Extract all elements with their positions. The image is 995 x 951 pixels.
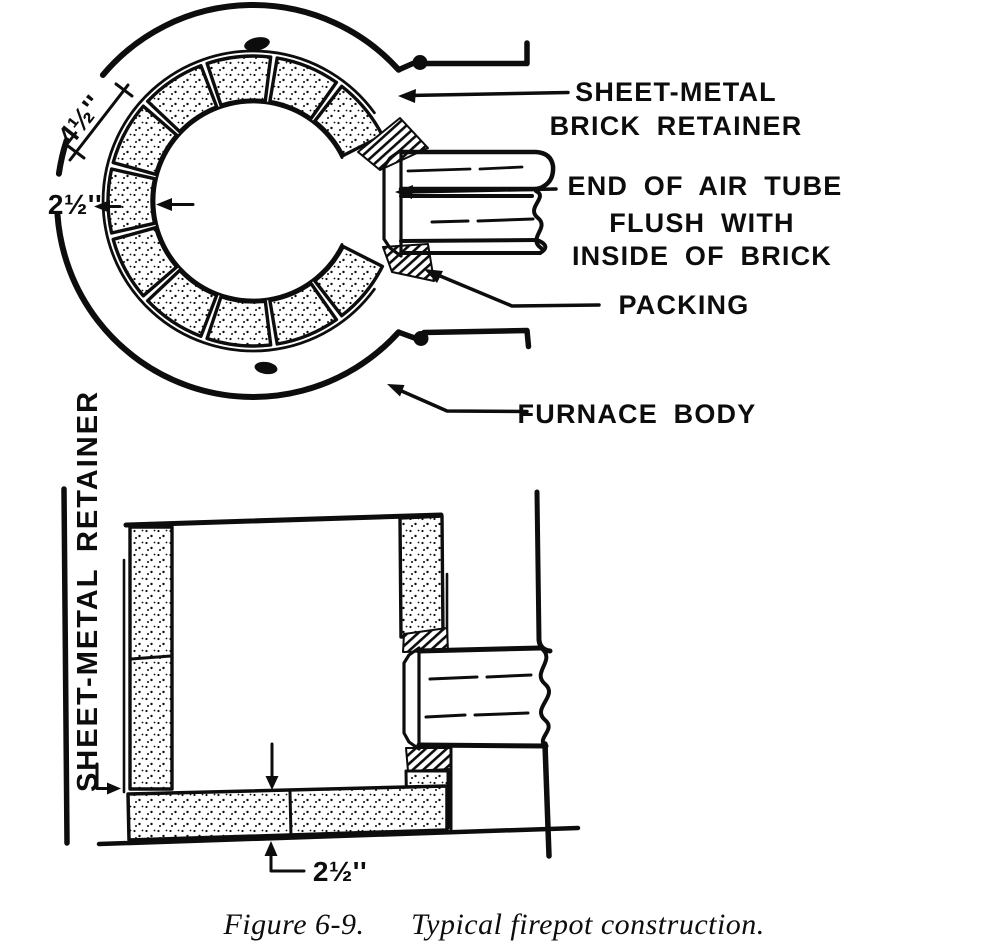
brick-joint-left	[129, 654, 173, 661]
brick-column-right	[398, 514, 445, 639]
label-air-tube-line1: END OF AIR TUBE	[568, 171, 843, 201]
label-sheet-metal-line2: BRICK RETAINER	[550, 111, 803, 141]
caption-title: Typical firepot construction.	[411, 908, 765, 941]
firebrick-segment	[111, 104, 179, 176]
firebrick-segment	[268, 56, 339, 121]
top-view: 4½'' 2½'' SHEET-METAL BRICK RETAINER END…	[48, 2, 843, 429]
figure-caption: Figure 6-9. Typical firepot construction…	[222, 908, 764, 941]
dimension-bottom-thickness: 2½''	[264, 742, 367, 887]
air-tube-section	[402, 645, 551, 751]
dim-brick-thickness-label: 2½''	[48, 189, 102, 220]
label-packing: PACKING	[619, 290, 750, 320]
firepot-inner-circle	[152, 100, 344, 302]
air-tube-end-cap	[382, 148, 403, 258]
furnace-opening-flange-bottom	[395, 327, 532, 350]
retainer-ring	[101, 49, 376, 353]
firebrick-segment	[111, 226, 179, 298]
firepot-top-rim	[123, 512, 444, 528]
firebrick-segment	[205, 54, 273, 107]
firebrick-segment	[106, 167, 157, 235]
furnace-wall-left	[61, 486, 70, 846]
packing-leader-arrow	[424, 269, 601, 308]
air-tube-leader-arrow	[395, 185, 558, 199]
brick-bottom-layer	[126, 784, 449, 842]
firebrick-segment	[146, 268, 219, 338]
packing-hatch-top	[357, 117, 429, 171]
firebrick-segment	[313, 244, 385, 318]
furnace-body-leader-arrow	[387, 384, 529, 414]
label-sheet-metal-line1: SHEET-METAL	[575, 77, 777, 107]
furnace-opening-flange-top	[395, 40, 530, 73]
air-tube-end-cap-section	[402, 646, 421, 751]
label-air-tube-line3: INSIDE OF BRICK	[572, 241, 832, 271]
furnace-wall-right-lower	[542, 741, 552, 859]
air-tube-plan	[382, 148, 556, 258]
label-air-tube-line2: FLUSH WITH	[609, 208, 794, 238]
caption-figure-number: Figure 6-9.	[222, 908, 364, 941]
furnace-body-circle	[54, 2, 402, 400]
brick-bottom-joint	[288, 790, 293, 839]
retainer-tab-bottom	[254, 361, 278, 375]
retainer-tab-top	[244, 37, 270, 51]
retainer-leader-arrow-section	[95, 762, 121, 795]
label-sheet-metal-retainer-vertical: SHEET-METAL RETAINER	[72, 390, 104, 792]
dim-bottom-thickness-label: 2½''	[313, 856, 367, 887]
furnace-wall-right-upper	[534, 489, 553, 654]
brick-ring	[106, 54, 385, 348]
dimension-brick-thickness: 2½''	[48, 189, 195, 220]
label-furnace-body: FURNACE BODY	[518, 399, 757, 429]
retainer-leader-arrow	[398, 89, 570, 103]
base-line	[96, 825, 581, 847]
firebrick-segment	[146, 64, 219, 134]
packing-hatch-lower	[405, 747, 452, 772]
firebrick-segment	[205, 295, 273, 348]
firebrick-segment	[313, 84, 385, 158]
section-view: SHEET-METAL RETAINER 2½''	[61, 390, 581, 887]
firebrick-segment	[268, 281, 339, 346]
